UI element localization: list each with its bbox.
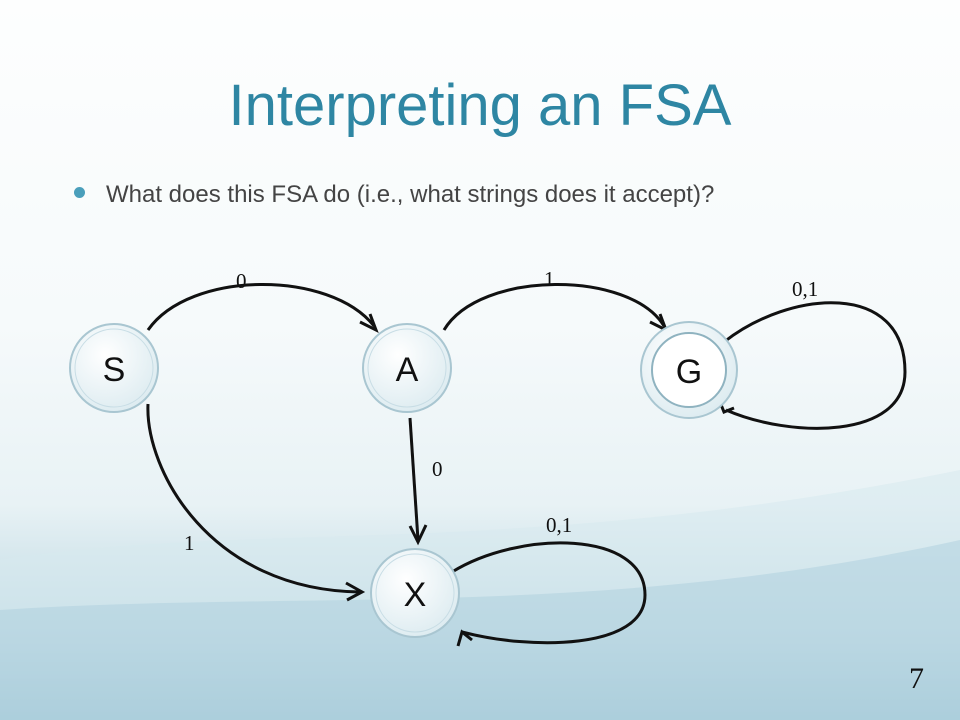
edge-label-x-loop: 0,1 [546, 513, 572, 537]
state-label-x: X [404, 576, 427, 614]
bullet-text: What does this FSA do (i.e., what string… [106, 181, 715, 208]
edge-label-s-a: 0 [236, 269, 247, 293]
edge-label-s-x: 1 [184, 531, 195, 555]
edge-label-g-loop: 0,1 [792, 277, 818, 301]
edge-x-loop-arrowhead [456, 629, 473, 647]
edge-a-g [442, 283, 666, 331]
edge-s-x [146, 403, 361, 594]
state-label-g: G [676, 353, 702, 391]
bullet-item: What does this FSA do (i.e., what string… [74, 178, 794, 212]
edge-label-a-g: 1 [544, 267, 555, 291]
edge-g-loop [723, 301, 907, 430]
slide-title: Interpreting an FSA [228, 73, 732, 138]
edge-a-x-arrowhead [408, 524, 428, 546]
edge-x-loop [451, 541, 647, 645]
state-label-s: S [103, 351, 126, 389]
edge-s-a [146, 283, 376, 331]
state-s: S [69, 323, 159, 413]
state-a: A [362, 323, 452, 413]
state-g-accepting: G [640, 321, 738, 419]
edge-label-a-x: 0 [432, 457, 443, 481]
edge-a-x [408, 417, 420, 541]
state-x: X [370, 548, 460, 638]
edge-s-x-arrowhead [345, 581, 366, 602]
bullet-dot-icon [74, 187, 85, 198]
state-label-a: A [396, 351, 419, 389]
page-number: 7 [909, 662, 924, 695]
edge-s-a-arrowhead [359, 313, 379, 334]
